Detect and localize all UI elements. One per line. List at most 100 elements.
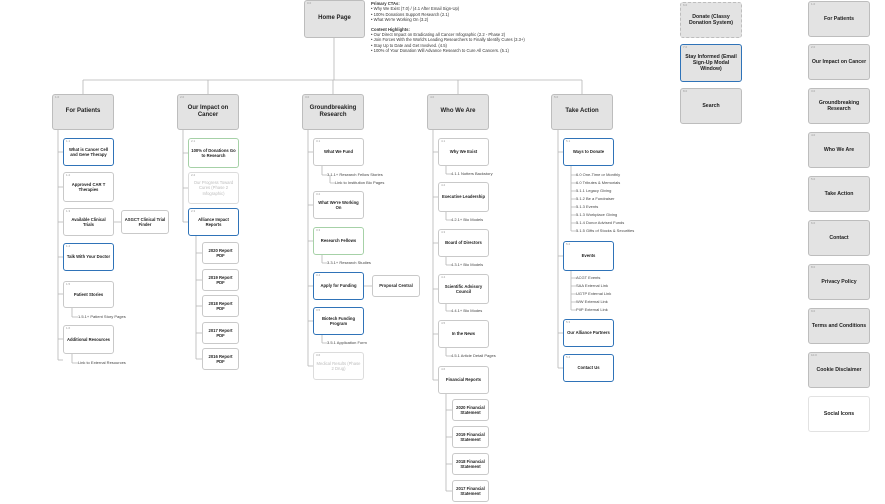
utility-label: Donate (Classy Donation System) [688, 13, 734, 26]
event-link: PIIP External Link [576, 307, 608, 312]
footer-label: Social Icons [823, 410, 855, 417]
page-label: Patient Stories [73, 291, 104, 297]
page-label: What We Fund [324, 149, 353, 155]
footer-label: Our Impact on Cancer [811, 58, 867, 65]
footer-label: Contact [829, 234, 849, 241]
page-label: Why We Exist [449, 149, 478, 155]
footer-label: Cookie Disclaimer [816, 366, 862, 373]
statement-label: 2019 Financial Statement [456, 431, 485, 442]
page-label: Alliance Impact Reports [198, 216, 229, 227]
research-studies-sub: 3.3.1+ Research Studies [327, 260, 371, 265]
footer-label: For Patients [824, 15, 854, 22]
council-bio-sub: 4.4.1+ Bio Modes [451, 308, 483, 313]
donate-option: 6.0 Tributes & Memorials [576, 180, 621, 185]
footer-node: Social Icons [808, 396, 870, 432]
page-label: Research Fellows [320, 238, 357, 244]
content-highlight: • Stay Up to Date and Get Involved. (4.5… [371, 42, 447, 48]
institution-bio-sub: Link to Institution Bio Pages [335, 180, 385, 185]
external-link-node: Proposal Central [372, 275, 420, 297]
primary-cta: • What We're Working On (3.2) [371, 17, 429, 23]
page-label: Talk With Your Doctor [66, 254, 111, 260]
footer-label: Take Action [824, 190, 854, 197]
page-label: In the News [451, 331, 476, 337]
report-node: 2017 Report PDF [202, 322, 239, 344]
section-label: Who We Are [440, 108, 476, 115]
event-link: SAA External Link [576, 283, 609, 288]
section-label: Take Action [565, 108, 599, 115]
statement-label: 2017 Financial Statement [456, 485, 485, 496]
statement-node: 2017 Financial Statement [452, 480, 489, 502]
donate-option: 6.0 One-Time or Monthly [576, 172, 621, 177]
statement-label: 2020 Financial Statement [456, 404, 485, 415]
content-highlight: • Our Direct Impact on Eradicating all C… [371, 31, 506, 37]
page-label: Available Clinical Trials [71, 216, 106, 227]
page-label: Biotech Funding Program [321, 315, 356, 326]
page-label: 100% of Donations Go to Research [191, 147, 236, 158]
page-label: Apply for Funding [320, 283, 357, 289]
page-label: Ways to Donate [572, 149, 605, 155]
donate-option: 5.1.5 Gifts of Stocks & Securities [576, 228, 635, 233]
leadership-bio-sub: 4.2.1+ Bio Models [451, 217, 484, 222]
asgct-label: ASGCT Clinical Trial Finder [124, 216, 166, 227]
footer-label: Terms and Conditions [811, 322, 867, 329]
external-resources-sub: Link to External Resources [78, 360, 126, 365]
page-label: Additional Resources [66, 336, 111, 342]
statement-node: 2020 Financial Statement [452, 399, 489, 421]
page-label: Board of Directors [445, 240, 482, 246]
home-notes: Primary CTAs: • Why We Exist (7.0) / (4.… [371, 1, 525, 53]
application-form-sub: 3.5.1 Application Form [327, 340, 367, 345]
content-highlight: • 100% of Your Donation Will Advance Res… [371, 48, 509, 53]
report-node: 2019 Report PDF [202, 269, 239, 291]
donate-option: 5.1.3 Workplace Giving [576, 212, 618, 217]
page-label: Executive Leadership [441, 194, 486, 200]
utility-label: Stay Informed (Email Sign-Up Modal Windo… [685, 53, 737, 73]
external-link-node: ASGCT Clinical Trial Finder [121, 210, 169, 234]
report-label: 2018 Report PDF [208, 300, 233, 311]
page-label: Contact Us [577, 365, 600, 371]
home-page-label: Home Page [318, 15, 351, 22]
fellow-stories-sub: 3.1.1+ Research Fellow Stories [327, 172, 383, 177]
donate-option: 5.1.3 Events [576, 204, 599, 209]
page-label: Our Alliance Partners [567, 330, 610, 336]
donate-option: 5.1.2 Be a Fundraiser [576, 196, 615, 201]
page-label: Approved CAR T Therapies [71, 181, 106, 192]
content-highlights-title: Content Highlights: [371, 26, 410, 32]
footer-label: Privacy Policy [821, 278, 857, 285]
report-node: 2016 Report PDF [202, 348, 239, 370]
page-label: Scientific Advisory Council [444, 283, 483, 294]
statement-node: 2019 Financial Statement [452, 426, 489, 448]
